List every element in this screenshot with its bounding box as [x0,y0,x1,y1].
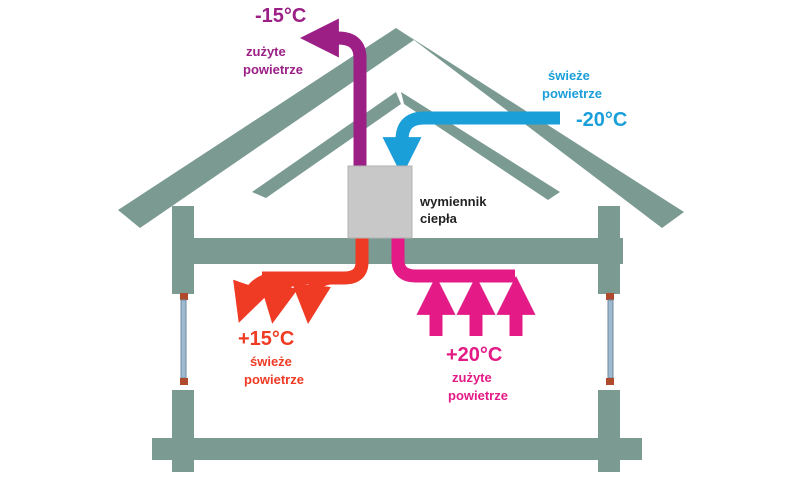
fresh-supply-label-line1: świeże [250,354,292,369]
left-window-sill-bottom [180,378,188,385]
exhaust-out-label-line2: powietrze [243,62,303,77]
supply-arrow-3 [292,271,332,325]
exchanger-label-line2: ciepła [420,211,458,226]
supply-duct-main [262,234,369,285]
fresh-supply-label-line2: powietrze [244,372,304,387]
exchanger-label-line1: wymiennik [419,194,487,209]
supply-arrow-2 [259,271,301,324]
right-window [606,293,614,385]
left-upper-wall [172,206,194,294]
fresh-air-intake-arrow [382,111,560,177]
roof-right-rafter [396,28,684,228]
fresh-in-label-line1: świeże [548,68,590,83]
right-upper-wall [598,206,620,294]
fresh-supply-temp: +15°C [238,328,294,350]
right-window-sill-top [606,293,614,300]
extract-duct-main [391,234,515,283]
roof-inner-right [401,92,560,200]
fresh-in-temp: -20°C [576,109,627,131]
fresh-supply-duct [233,234,369,325]
left-window-glass [180,299,187,379]
roof-left-rafter [118,28,414,228]
exhaust-out-label-line1: zużyte [246,44,286,59]
supply-arrow-1 [233,271,281,323]
left-window-sill-top [180,293,188,300]
extract-duct [391,234,536,336]
extract-temp: +20°C [446,344,502,366]
extract-label-line2: powietrze [448,388,508,403]
heat-exchanger-box [347,165,413,239]
ground-floor-beam [152,438,642,460]
right-window-glass [607,299,614,379]
left-window [180,293,188,385]
right-window-sill-bottom [606,378,614,385]
exhaust-air-outlet-arrow [299,18,367,172]
fresh-in-label-line2: powietrze [542,86,602,101]
exhaust-out-temp: -15°C [255,5,306,27]
extract-label-line1: zużyte [452,370,492,385]
